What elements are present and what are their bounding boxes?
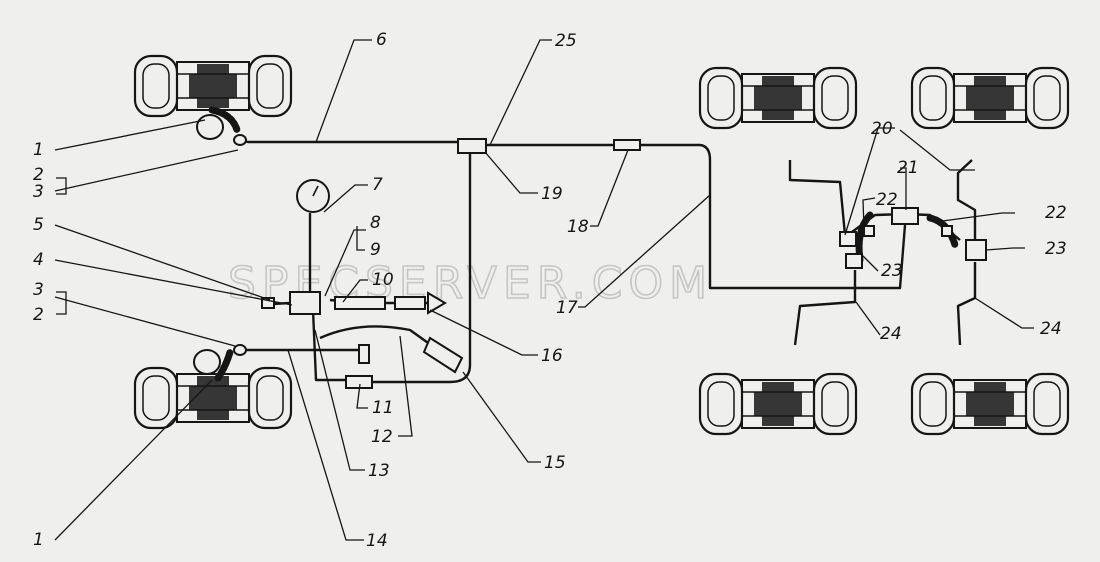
callout-3-bottom: 3 [33, 280, 44, 300]
wheel-rear-1-bottom [698, 372, 858, 436]
callout-22-left: 22 [876, 190, 898, 210]
callout-24-right: 24 [1040, 319, 1062, 339]
callout-9: 9 [370, 240, 381, 260]
callout-23-left: 23 [881, 261, 903, 281]
callout-5: 5 [33, 215, 44, 235]
callout-24-left: 24 [880, 324, 902, 344]
wheel-rear-1-top [698, 66, 858, 130]
callout-23-right: 23 [1045, 239, 1067, 259]
callout-1-top: 1 [33, 140, 44, 160]
callout-4: 4 [33, 250, 44, 270]
callout-20: 20 [871, 119, 893, 139]
callout-12: 12 [371, 427, 393, 447]
callout-13: 13 [368, 461, 390, 481]
gauge-needle [312, 185, 319, 197]
callout-14: 14 [366, 531, 388, 551]
callout-18: 18 [567, 217, 589, 237]
wheel-rear-2-top [910, 66, 1070, 130]
callout-11: 11 [372, 398, 394, 418]
callout-15: 15 [544, 453, 566, 473]
leader-lines [54, 39, 1034, 541]
callout-2-bottom: 2 [33, 305, 44, 325]
callout-25: 25 [555, 31, 577, 51]
callout-17: 17 [556, 298, 578, 318]
callout-16: 16 [541, 346, 563, 366]
callout-19: 19 [541, 184, 563, 204]
callout-22-right: 22 [1045, 203, 1067, 223]
callout-8: 8 [370, 213, 381, 233]
callout-3-top: 3 [33, 182, 44, 202]
brake-components [193, 114, 987, 389]
callout-21: 21 [897, 158, 919, 178]
wheel-rear-2-bottom [910, 372, 1070, 436]
callout-2-top: 2 [33, 165, 44, 185]
callout-10: 10 [372, 270, 394, 290]
callout-7: 7 [372, 175, 383, 195]
callout-1-bottom: 1 [33, 530, 44, 550]
callout-6: 6 [376, 30, 387, 50]
callout-labels: 1 2 3 5 4 3 2 1 6 7 8 9 10 11 12 13 14 1… [33, 30, 1067, 551]
bracket-marks [56, 177, 365, 315]
wheel-front-right [133, 366, 293, 430]
